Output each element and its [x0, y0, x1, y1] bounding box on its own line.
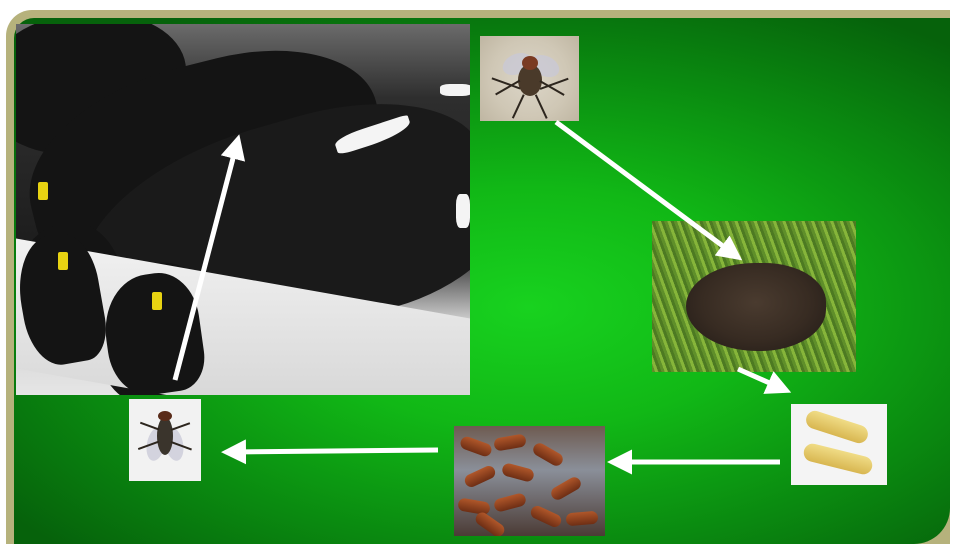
pupa [531, 441, 565, 468]
adult-fly-photo-bottom [129, 399, 201, 481]
pupa [501, 462, 535, 483]
adult-fly-photo-top [480, 36, 579, 121]
dung-pat [686, 263, 826, 351]
larvae-photo [791, 404, 887, 485]
ear-tag [58, 252, 68, 270]
pupa [463, 464, 497, 489]
ear-tag [38, 182, 48, 200]
ear-tag [152, 292, 162, 310]
larva [802, 442, 874, 476]
pupa [473, 510, 507, 536]
pupa [565, 511, 598, 527]
pupa [459, 435, 494, 458]
dung-pat-photo [652, 221, 856, 372]
pupa [529, 504, 563, 529]
white-patch [456, 194, 470, 228]
cattle-photo [16, 24, 470, 395]
white-patch [440, 84, 470, 96]
pupae-photo [454, 426, 605, 536]
pupa [549, 475, 583, 502]
fly-icon [480, 36, 579, 121]
fly-icon [129, 399, 201, 481]
pupa [493, 433, 527, 451]
larva [804, 409, 870, 446]
pupa [493, 492, 527, 513]
